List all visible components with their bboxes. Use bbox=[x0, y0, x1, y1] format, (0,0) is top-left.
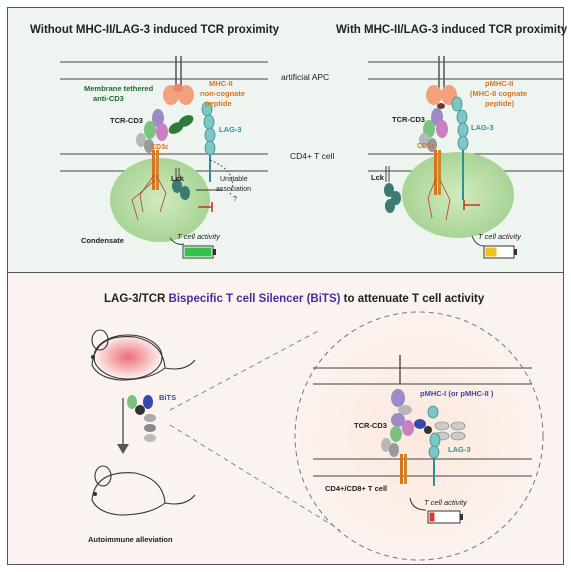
zoom-tcell-membrane bbox=[313, 458, 532, 477]
right-lck bbox=[384, 166, 401, 213]
zoom-battery-fill bbox=[429, 512, 435, 522]
right-lag3 bbox=[451, 96, 469, 200]
right-lag3-label: LAG-3 bbox=[471, 123, 494, 132]
zoom-line-top bbox=[169, 329, 321, 411]
right-tcr-cd3-complex bbox=[419, 56, 457, 195]
right-battery-fill bbox=[485, 247, 497, 257]
left-condensate bbox=[110, 158, 210, 242]
mouse-healthy bbox=[91, 465, 196, 516]
left-tcr-cd3-label: TCR-CD3 bbox=[110, 116, 143, 125]
zoom-tcr-cd3-complex bbox=[381, 355, 414, 484]
right-peptide-label: peptide) bbox=[485, 99, 515, 108]
treatment-arrow bbox=[117, 398, 129, 454]
left-tcr-cd3-complex bbox=[136, 56, 194, 190]
bottom-title-pre: LAG-3/TCR bbox=[104, 293, 169, 305]
right-panel-title: With MHC-II/LAG-3 induced TCR proximity bbox=[336, 24, 568, 36]
zoom-circle bbox=[294, 311, 544, 561]
right-t-cell-activity-label: T cell activity bbox=[478, 232, 521, 241]
artificial-apc-label: artificial APC bbox=[281, 72, 330, 82]
left-signal-lines bbox=[131, 174, 167, 221]
bottom-title-post: to attenuate T cell activity bbox=[340, 293, 485, 305]
left-peptide-label: peptide bbox=[205, 99, 232, 108]
bottom-title: LAG-3/TCR Bispecific T cell Silencer (Bi… bbox=[104, 293, 484, 305]
zoom-t-cell-activity-label: T cell activity bbox=[424, 498, 467, 507]
zoom-bits-molecule bbox=[414, 419, 466, 441]
left-apc-membrane bbox=[60, 61, 268, 80]
right-cd3e-label: CD3ε bbox=[417, 143, 435, 150]
left-t-cell-activity-label: T cell activity bbox=[177, 232, 220, 241]
unstable-label: Unstable bbox=[220, 176, 248, 183]
right-battery bbox=[471, 235, 517, 259]
question-mark: ? bbox=[233, 196, 237, 203]
left-cd3e-label: CD3ε bbox=[151, 144, 169, 151]
left-battery bbox=[169, 237, 216, 259]
bottom-title-highlight: Bispecific T cell Silencer (BiTS) bbox=[168, 293, 341, 305]
left-mhc-ii-label: MHC-II bbox=[209, 79, 233, 88]
right-inhibit-mark bbox=[463, 200, 480, 210]
right-pmhc-ii-label: pMHC-II bbox=[485, 79, 514, 88]
left-battery-fill bbox=[184, 247, 212, 257]
condensate-label: Condensate bbox=[81, 236, 124, 245]
zoom-battery bbox=[409, 497, 463, 524]
left-lag3 bbox=[201, 101, 216, 182]
left-inhibit-mark bbox=[198, 202, 213, 212]
membrane-tethered-label: Membrane tethered bbox=[84, 84, 154, 93]
cd4-t-cell-label: CD4+ T cell bbox=[290, 151, 335, 161]
right-signal-lines bbox=[427, 177, 451, 221]
right-condensate bbox=[402, 152, 514, 238]
zoom-line-bottom bbox=[169, 424, 341, 531]
right-lck-label: Lck bbox=[371, 173, 384, 182]
right-apc-membrane bbox=[368, 61, 564, 80]
autoimmune-label: Autoimmune alleviation bbox=[88, 535, 173, 544]
pmhc-i-label: pMHC-I (or pMHC-II ) bbox=[420, 389, 494, 398]
right-tcr-cd3-label: TCR-CD3 bbox=[392, 115, 425, 124]
left-non-cognate-label: non-cognate bbox=[200, 89, 245, 98]
left-lck bbox=[172, 168, 190, 200]
zoom-lag3-label: LAG-3 bbox=[448, 445, 471, 454]
zoom-lag3 bbox=[427, 405, 441, 486]
left-dashed-link bbox=[209, 159, 233, 196]
left-lag3-label: LAG-3 bbox=[219, 125, 242, 134]
bits-molecule-small bbox=[127, 395, 156, 442]
left-lck-label: Lck bbox=[171, 174, 184, 183]
bits-label: BiTS bbox=[159, 393, 177, 402]
zoom-tcr-cd3-label: TCR-CD3 bbox=[354, 421, 387, 430]
left-panel-title: Without MHC-II/LAG-3 induced TCR proximi… bbox=[30, 24, 280, 36]
anti-cd3-label: anti-CD3 bbox=[93, 94, 124, 103]
mouse-sick bbox=[90, 329, 196, 381]
association-label: association bbox=[216, 186, 252, 193]
right-mhc-ii-cognate-label: (MHC-II cognate bbox=[470, 89, 528, 98]
zoom-apc-membrane bbox=[313, 367, 532, 385]
cd4-cd8-label: CD4+/CD8+ T cell bbox=[325, 484, 388, 493]
